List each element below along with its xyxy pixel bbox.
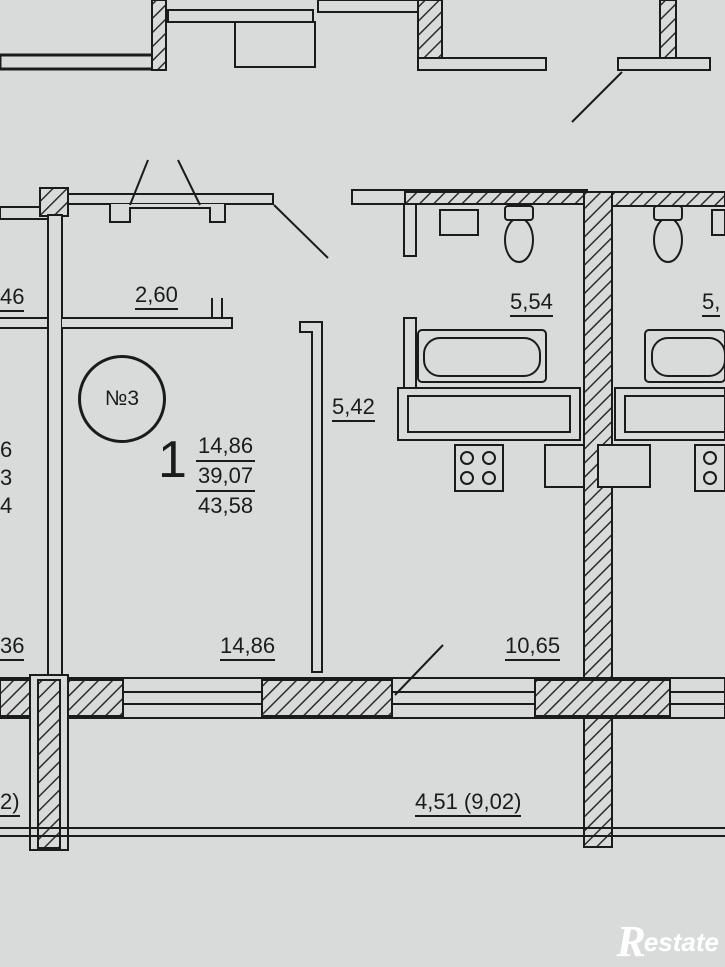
left-balcony-area: 2)	[0, 790, 20, 817]
wall-top-column3	[659, 0, 677, 59]
wall-column-left	[39, 187, 69, 217]
room-count: 1	[158, 431, 187, 489]
area-total: 39,07	[196, 462, 256, 492]
left-room-area-mid2: 3	[0, 465, 13, 490]
left-room-area-mid3: 4	[0, 493, 13, 518]
hall-area: 2,60	[135, 283, 178, 310]
left-room-area-top: 46	[0, 285, 25, 312]
left-room-area-mid1: 6	[0, 437, 13, 462]
watermark-text: estate	[643, 926, 719, 957]
apartment-number: №3	[104, 387, 140, 410]
wall-bath-top-hatch	[404, 191, 586, 205]
watermark-logo-letter: R	[616, 917, 646, 966]
bathroom-area: 5,54	[510, 290, 553, 317]
wall-left-vertical	[47, 214, 63, 676]
area-with-balcony: 43,58	[198, 493, 254, 518]
wall-top-column2	[417, 0, 443, 61]
wall-bath-left	[403, 203, 417, 257]
wall-right-vertical	[583, 191, 613, 848]
wall-top-mid	[167, 9, 314, 23]
living-room-area: 14,86	[220, 634, 276, 661]
bathroom-right-area: 5,	[702, 290, 721, 317]
kitchen-area: 10,65	[505, 634, 561, 661]
wall-top-left	[0, 53, 167, 71]
area-summary: 14,86 39,07 43,58	[196, 432, 256, 520]
apartment-number-badge: №3	[78, 355, 166, 443]
sink	[439, 209, 479, 236]
left-room-area-bottom: 36	[0, 634, 25, 661]
area-living: 14,86	[196, 432, 256, 462]
restate-watermark: R estate	[585, 917, 725, 967]
balcony-area: 4,51 (9,02)	[415, 790, 522, 817]
wall-top-right	[417, 57, 547, 71]
wall-top-right2	[617, 57, 711, 71]
corridor-area: 5,42	[332, 395, 375, 422]
stove	[454, 444, 504, 492]
wall-top-mid3	[317, 0, 419, 13]
wall-top-mid2	[234, 21, 316, 68]
wall-entry-top	[67, 193, 274, 205]
wall-top-column	[151, 0, 167, 71]
